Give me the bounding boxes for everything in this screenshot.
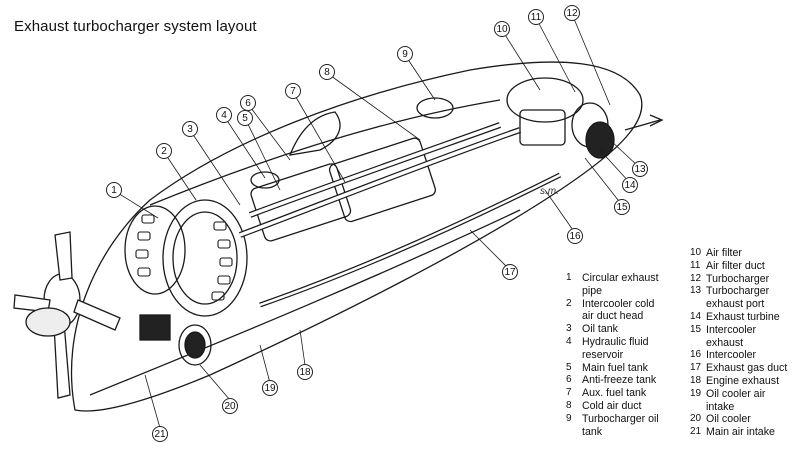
callout-3: 3	[182, 121, 198, 137]
legend-item-number: 12	[690, 272, 702, 284]
fuselage-upper-line	[149, 99, 501, 206]
callout-leaders	[112, 13, 641, 429]
legend-item: 16 Intercooler	[690, 349, 800, 362]
legend-item: 20 Oil cooler	[690, 413, 800, 426]
callout-6: 6	[240, 95, 256, 111]
legend-item-label: Hydraulic fluid reservoir	[582, 335, 649, 361]
legend-item: 21 Main air intake	[690, 426, 800, 439]
callout-2: 2	[156, 143, 172, 159]
callout-11: 11	[528, 9, 544, 25]
legend-left: 1 Circular exhaust pipe 2 Intercooler cold …	[566, 272, 696, 438]
artist-signature: s.m.	[540, 186, 559, 197]
legend-item: 1 Circular exhaust pipe	[566, 272, 696, 298]
legend-item-label: Intercooler	[706, 349, 757, 362]
legend-item-number: 15	[690, 323, 702, 335]
legend-item-label: Turbocharger exhaust port	[706, 285, 770, 311]
callout-1: 1	[106, 182, 122, 198]
legend-item-number: 1	[566, 272, 572, 283]
callout-13: 13	[632, 161, 648, 177]
legend-item-label: Intercooler cold air duct head	[582, 297, 655, 323]
callout-8: 8	[319, 64, 335, 80]
callout-16: 16	[567, 228, 583, 244]
callout-12: 12	[564, 5, 580, 21]
legend-item-number: 20	[690, 413, 702, 425]
callout-10: 10	[494, 21, 510, 37]
legend-item-number: 18	[690, 374, 702, 386]
legend-item-label: Main fuel tank	[582, 361, 648, 374]
legend-item: 2 Intercooler cold air duct head	[566, 298, 696, 324]
legend-item-label: Air filter	[706, 247, 742, 259]
legend-item-label: Air filter duct	[706, 259, 765, 272]
callout-15: 15	[614, 199, 630, 215]
callout-7: 7	[285, 83, 301, 99]
legend-item: 7 Aux. fuel tank	[566, 387, 696, 400]
legend-item-number: 13	[690, 285, 702, 297]
legend-item-label: Oil cooler	[706, 413, 751, 426]
legend-item: 9 Turbocharger oil tank	[566, 413, 696, 439]
legend-item-number: 6	[566, 374, 572, 386]
legend-item: 8 Cold air duct	[566, 400, 696, 413]
legend-item: 19 Oil cooler air intake	[690, 388, 800, 414]
callout-18: 18	[297, 364, 313, 380]
legend-item: 13 Turbocharger exhaust port	[690, 285, 800, 311]
legend-item-number: 4	[566, 335, 572, 347]
callout-21: 21	[152, 426, 168, 442]
legend-item-number: 11	[690, 259, 701, 271]
legend-item: 12 Turbocharger	[690, 273, 800, 286]
callout-4: 4	[216, 107, 232, 123]
legend-item-label: Main air intake	[706, 426, 775, 439]
legend-item-number: 7	[566, 387, 572, 399]
legend-item-label: Turbocharger oil tank	[582, 412, 659, 438]
air-ducts	[238, 122, 562, 308]
legend-item-number: 2	[566, 297, 572, 309]
legend-item-label: Oil tank	[582, 323, 618, 336]
legend-item-label: Circular exhaust pipe	[582, 272, 659, 297]
legend-item: 6 Anti-freeze tank	[566, 374, 696, 387]
turbocharger-assembly	[506, 77, 664, 159]
legend-item-number: 8	[566, 399, 572, 411]
legend-item: 10 Air filter	[690, 247, 800, 260]
legend-item: 18 Engine exhaust	[690, 375, 800, 388]
callout-9: 9	[397, 46, 413, 62]
fuselage-outline	[70, 61, 643, 412]
legend-item-label: Exhaust turbine	[706, 310, 780, 323]
legend-item: 11 Air filter duct	[690, 260, 800, 273]
legend-item-label: Oil cooler air intake	[706, 387, 766, 413]
canopy	[288, 111, 341, 156]
oil-cooler	[139, 314, 212, 366]
legend-item-label: Aux. fuel tank	[582, 387, 647, 400]
legend-item-number: 19	[690, 387, 702, 399]
legend-item-number: 5	[566, 361, 572, 373]
callout-20: 20	[222, 398, 238, 414]
callout-5: 5	[237, 110, 253, 126]
callout-14: 14	[622, 177, 638, 193]
legend-item-label: Intercooler exhaust	[706, 323, 757, 349]
legend-item-label: Engine exhaust	[706, 374, 780, 387]
legend-item: 5 Main fuel tank	[566, 362, 696, 375]
fuselage-lower-line	[89, 209, 521, 396]
propeller	[13, 231, 121, 399]
legend-item-number: 14	[690, 310, 702, 322]
legend-item: 15 Intercooler exhaust	[690, 324, 800, 350]
legend-item-label: Turbocharger	[706, 272, 770, 285]
diagram-title: Exhaust turbocharger system layout	[14, 18, 257, 35]
radial-engine	[124, 199, 248, 317]
legend-item-number: 17	[690, 362, 702, 374]
legend-item-number: 10	[690, 247, 702, 258]
legend-item-label: Anti-freeze tank	[582, 374, 657, 387]
legend-item-label: Exhaust gas duct	[706, 362, 788, 375]
legend-item: 14 Exhaust turbine	[690, 311, 800, 324]
legend-item: 4 Hydraulic fluid reservoir	[566, 336, 696, 362]
legend-item: 3 Oil tank	[566, 323, 696, 336]
legend-item: 17 Exhaust gas duct	[690, 362, 800, 375]
callout-17: 17	[502, 264, 518, 280]
legend-item-number: 16	[690, 349, 702, 361]
legend-item-number: 9	[566, 412, 572, 424]
legend-item-number: 3	[566, 323, 572, 335]
legend-item-number: 21	[690, 426, 702, 438]
callout-19: 19	[262, 380, 278, 396]
legend-item-label: Cold air duct	[582, 399, 642, 412]
